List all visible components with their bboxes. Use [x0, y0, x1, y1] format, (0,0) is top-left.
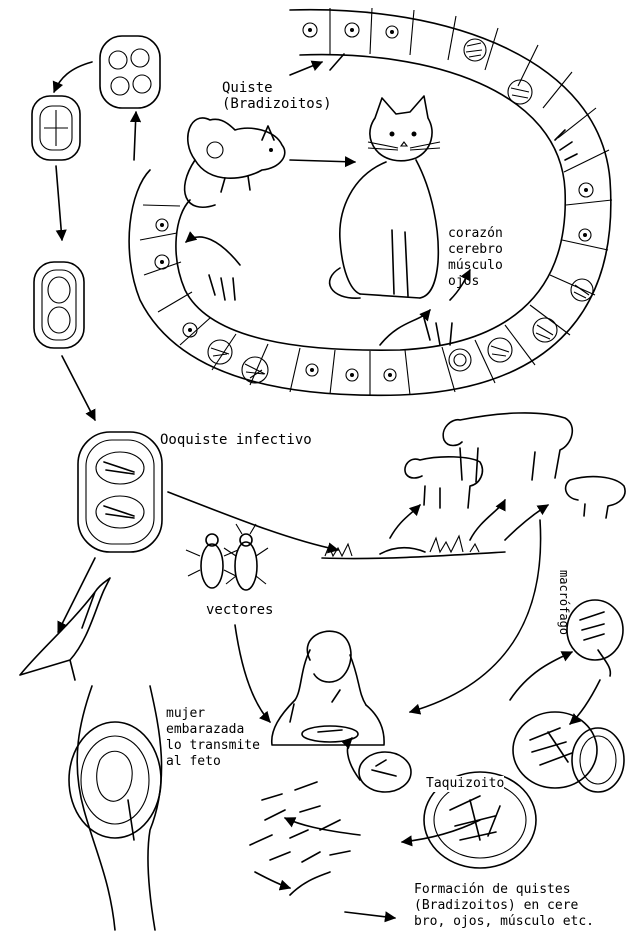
- label-organos-afectados: corazón cerebro músculo ojos: [448, 226, 503, 290]
- label-quiste-bradizoitos: Quiste (Bradizoitos): [222, 80, 332, 112]
- pregnant-woman-drawing: [69, 686, 162, 930]
- label-vectores: vectores: [206, 602, 273, 618]
- label-macrofago: macrófago: [556, 570, 572, 635]
- oocyst-arrows: [54, 62, 136, 420]
- cat-drawing: [330, 96, 440, 298]
- label-mujer-embarazada: mujer embarazada lo transmite al feto: [166, 706, 260, 770]
- bird-drawing: [20, 578, 110, 680]
- label-taquizoito: Taquizoito: [426, 776, 504, 792]
- woman-eating-drawing: [272, 631, 384, 745]
- label-formacion-quistes: Formación de quistes (Bradizoitos) en ce…: [414, 882, 594, 930]
- label-ooquiste-infectivo: Ooquiste infectivo: [160, 432, 312, 448]
- vector-insects: [186, 524, 268, 590]
- livestock-drawings: [405, 413, 625, 518]
- intestinal-epithelium: [129, 8, 612, 396]
- soil-contamination: [322, 536, 505, 559]
- rat-drawing: [185, 118, 285, 207]
- macrophage-and-cysts: [359, 600, 624, 868]
- oocyst-sequence: [32, 36, 162, 552]
